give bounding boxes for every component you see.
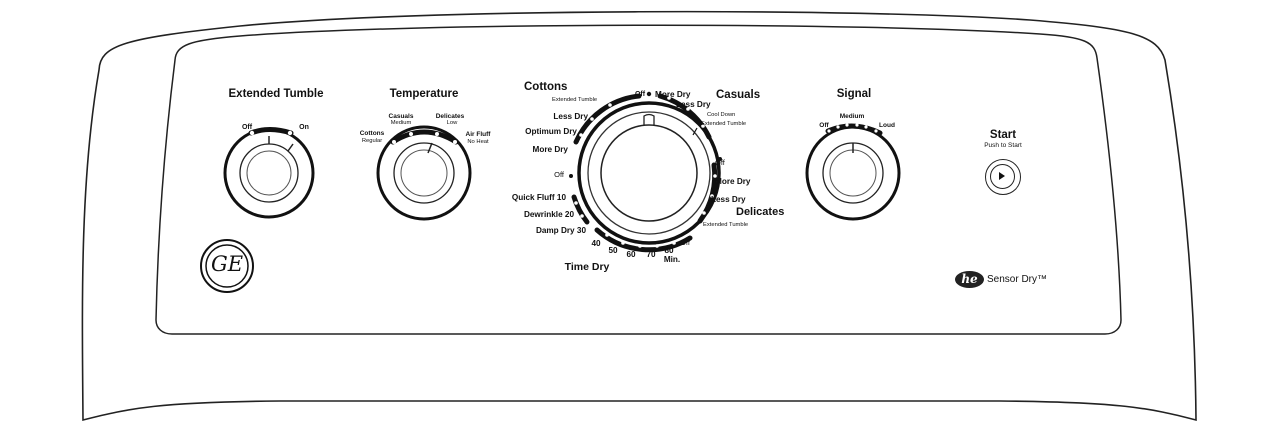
cycle-arc-special — [571, 194, 590, 225]
cycle-damp-dry: Damp Dry 30 — [535, 226, 586, 235]
cycle-more-dry-casuals: More Dry — [655, 90, 691, 99]
cycle-off-left-label: Off — [554, 170, 564, 179]
extended-tumble-dot-on — [287, 130, 293, 136]
temp-air-fluff-label: Air Fluff — [465, 131, 491, 138]
cycle-less-dry-casuals: Less Dry — [676, 100, 711, 109]
cycle-time-60: 60 — [626, 250, 636, 259]
cycle-delicates-title: Delicates — [736, 206, 785, 218]
cycle-off-dot-left — [569, 174, 573, 178]
sensor-dry-label: Sensor Dry™ — [987, 274, 1048, 285]
cycle-quick-fluff: Quick Fluff 10 — [511, 193, 566, 202]
cycle-dewrinkle: Dewrinkle 20 — [523, 210, 574, 219]
cycle-off-dot-right — [718, 157, 722, 161]
cycle-extended-tumble-casuals: Extended Tumble — [701, 121, 747, 127]
cycle-time-40: 40 — [591, 239, 601, 248]
cycle-extended-tumble-cottons: Extended Tumble — [552, 97, 598, 103]
extended-tumble-off-label: Off — [241, 124, 253, 131]
cycle-less-dry-right: Less Dry — [711, 195, 746, 204]
signal-loud-label: Loud — [879, 122, 895, 129]
start-title: Start — [989, 129, 1017, 141]
temp-no-heat-label: No Heat — [467, 139, 489, 145]
cycle-off-bottom-label: Off — [680, 238, 690, 247]
cycle-time-70: 70 — [646, 250, 656, 259]
cycle-selector-knob[interactable] — [577, 101, 721, 245]
outer-housing-outline — [81, 10, 1197, 422]
temperature-arc — [390, 129, 459, 145]
extended-tumble-arc — [248, 127, 294, 136]
cycle-cottons-title: Cottons — [524, 81, 568, 93]
cycle-extended-tumble-delicates: Extended Tumble — [703, 222, 749, 228]
cycle-cool-down: Cool Down — [707, 112, 736, 118]
cycle-optimum-dry: Optimum Dry — [525, 127, 577, 136]
cycle-off-dot-top — [646, 91, 652, 97]
play-icon — [999, 172, 1005, 180]
temp-medium-label: Medium — [390, 120, 412, 126]
cycle-less-dry-left: Less Dry — [553, 112, 588, 121]
temp-low-label: Low — [446, 120, 458, 126]
temp-delicates-label: Delicates — [435, 113, 465, 120]
cycle-time-dry-title: Time Dry — [564, 261, 610, 273]
signal-off-label: Off — [819, 122, 829, 129]
ge-logo-text: GE — [210, 252, 244, 276]
temp-cottons-label: Cottons — [359, 130, 385, 137]
signal-medium-label: Medium — [839, 113, 865, 120]
cycle-off-right-label: Off — [715, 158, 725, 167]
start-button-ring — [990, 164, 1015, 189]
temp-casuals-label: Casuals — [388, 113, 414, 120]
cycle-more-dry-left: More Dry — [532, 145, 569, 154]
cycle-min-label: Min. — [663, 255, 681, 264]
he-logo-icon: he — [955, 271, 984, 288]
temperature-title: Temperature — [389, 88, 459, 100]
cycle-time-50: 50 — [608, 246, 618, 255]
inner-panel-outline — [155, 24, 1122, 335]
start-button[interactable] — [985, 159, 1021, 195]
extended-tumble-on-label: On — [299, 124, 309, 131]
ge-logo-icon — [200, 239, 254, 293]
cycle-casuals-title: Casuals — [716, 89, 761, 101]
extended-tumble-dot-off — [249, 130, 255, 136]
signal-title: Signal — [836, 88, 872, 100]
cycle-arc-casuals — [657, 93, 712, 140]
cycle-arc-time-dry — [594, 227, 693, 253]
cycle-off-top-label: Off — [634, 91, 646, 98]
temperature-knob[interactable] — [376, 125, 472, 221]
extended-tumble-knob[interactable] — [223, 127, 315, 219]
cycle-more-dry-right: More Dry — [715, 177, 751, 186]
cycle-time-80: 80 — [664, 246, 674, 255]
temp-regular-label: Regular — [361, 138, 383, 144]
extended-tumble-title: Extended Tumble — [228, 88, 324, 100]
signal-knob[interactable] — [805, 125, 901, 221]
start-subtitle: Push to Start — [984, 142, 1022, 149]
